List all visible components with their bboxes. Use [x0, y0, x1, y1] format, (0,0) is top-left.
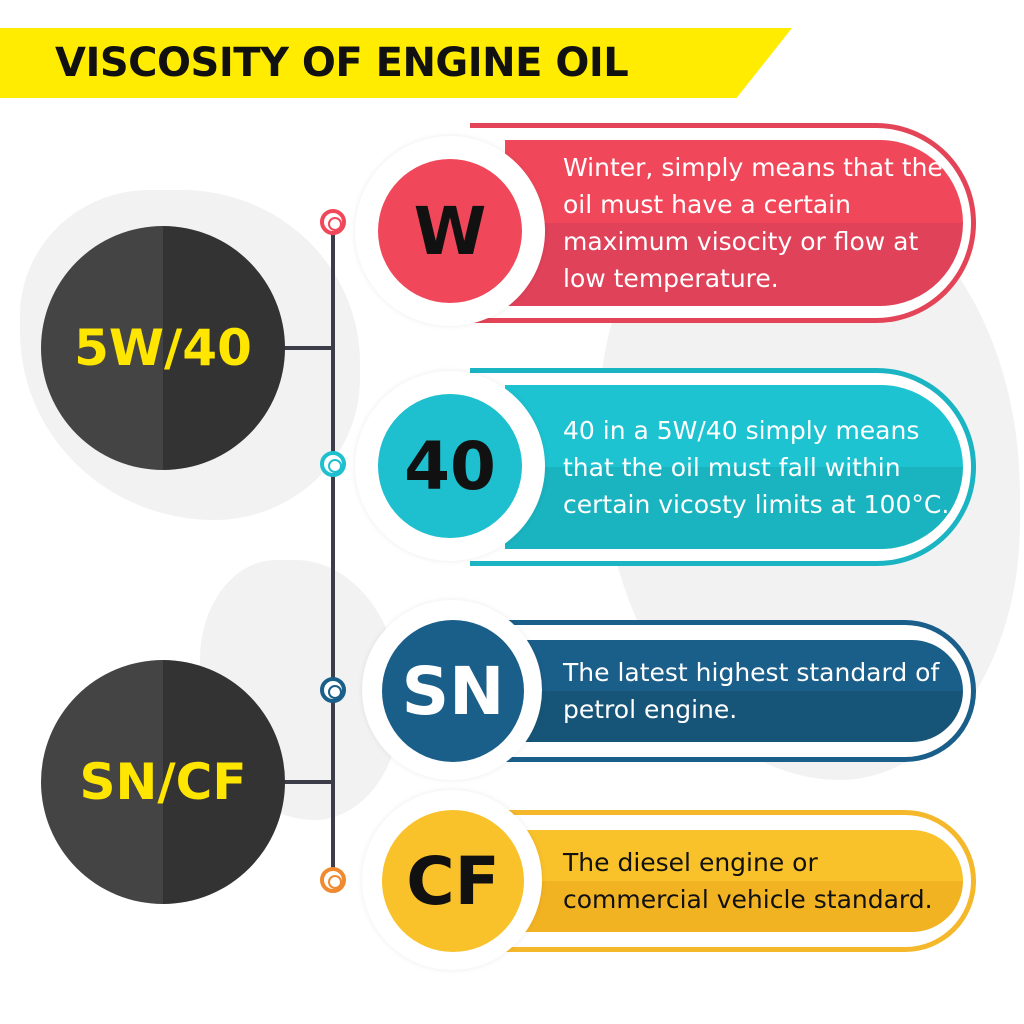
timeline-dot [320, 451, 346, 477]
group-label: 5W/40 [74, 319, 252, 377]
card-sn-description-box: The latest highest standard of petrol en… [505, 640, 963, 742]
card-40-code-circle: 40 [378, 394, 522, 538]
group-circle-5w40: 5W/40 [41, 226, 285, 470]
card-cf-description-box: The diesel engine or commercial vehicle … [505, 830, 963, 932]
connector-line [280, 346, 334, 350]
card-w-code: W [413, 192, 487, 270]
timeline-dot [320, 867, 346, 893]
card-sn-code-circle: SN [382, 620, 524, 762]
group-label: SN/CF [79, 753, 247, 811]
card-sn-code: SN [401, 652, 505, 730]
card-w-description-box: Winter, simply means that the oil must h… [505, 140, 963, 306]
timeline-dot [320, 677, 346, 703]
card-40-description: 40 in a 5W/40 simply means that the oil … [563, 415, 950, 519]
timeline-line [331, 222, 335, 882]
timeline-dot [320, 209, 346, 235]
card-cf-code-circle: CF [382, 810, 524, 952]
connector-line [280, 780, 334, 784]
card-w-description: Winter, simply means that the oil must h… [563, 153, 943, 293]
group-circle-sncf: SN/CF [41, 660, 285, 904]
card-w-code-circle: W [378, 159, 522, 303]
card-cf-description: The diesel engine or commercial vehicle … [563, 848, 933, 914]
card-sn-description: The latest highest standard of petrol en… [563, 658, 940, 724]
card-40-description-box: 40 in a 5W/40 simply means that the oil … [505, 385, 963, 549]
page-title: VISCOSITY OF ENGINE OIL [55, 40, 629, 86]
title-banner: VISCOSITY OF ENGINE OIL [0, 28, 792, 98]
card-40-code: 40 [404, 427, 496, 505]
card-cf-code: CF [406, 842, 500, 920]
